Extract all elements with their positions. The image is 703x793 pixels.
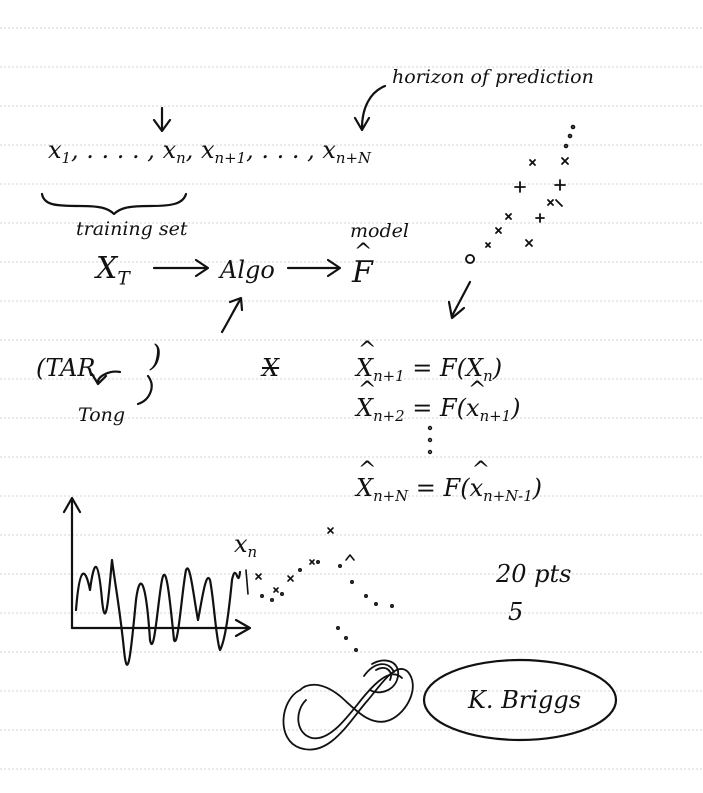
seq-xn: x (162, 136, 177, 164)
seq-sep: , (185, 136, 194, 164)
kbriggs-oval (422, 658, 618, 742)
xn-strike: X (262, 354, 280, 382)
eq3-close: ) (532, 474, 543, 502)
seq-xn1-sub: n+1 (214, 149, 247, 168)
eq2-lhs: X (356, 380, 377, 420)
eq3-lhs: X (356, 460, 377, 500)
down-arrow-icon (447, 280, 472, 320)
plot-xn-label: xn (234, 532, 257, 560)
right-arrow-icon (152, 258, 210, 278)
eq1-arg-sub: n (483, 367, 493, 386)
time-series-plot (62, 496, 252, 666)
kbriggs-label: K. Briggs (468, 686, 582, 714)
eq3-rhs: = F( (415, 474, 470, 502)
eq2-rhs: = F( (412, 394, 467, 422)
eq2-arg-sub: n+1 (479, 407, 512, 426)
seq-xn-sub: n (176, 149, 186, 168)
tar-close: ) (150, 339, 162, 374)
training-set-brace (40, 192, 188, 216)
xt-sub: T (117, 268, 130, 290)
sequence-row: x1, . . . . , xn, xn+1, . . . , xn+N (48, 138, 371, 166)
plot-xn: x (234, 530, 248, 558)
pts-label: 20 pts (496, 560, 572, 588)
equation-1: Xn+1 = F(Xn) (356, 340, 503, 386)
seq-dots: , . . . . , (71, 136, 155, 164)
xt-symbol: X (96, 251, 118, 286)
seq-x1: x (48, 136, 62, 164)
tong-label: Tong (78, 404, 126, 426)
eq2-close: ) (511, 394, 521, 422)
down-arrow-icon (152, 106, 172, 133)
eq3-arg-sub: n+N-1 (483, 487, 533, 506)
up-arrow-icon (220, 296, 244, 334)
eq1-close: ) (492, 354, 503, 382)
plot-points (255, 527, 394, 652)
eq1-lhs-sub: n+1 (373, 367, 405, 386)
training-set-label: training set (76, 218, 188, 240)
seq-dots2: , . . . , (246, 136, 315, 164)
algo-label: Algo (220, 256, 275, 284)
tar-label: (TAR (36, 354, 96, 382)
eq1-lhs: X (356, 340, 377, 380)
eq3-lhs-sub: n+N (373, 487, 409, 506)
tong-arrow-icon (90, 370, 153, 406)
horizon-label: horizon of prediction (392, 66, 594, 88)
eq2-lhs-sub: n+2 (373, 407, 405, 426)
f-hat: F (352, 242, 373, 288)
seq-xn1: x (201, 136, 215, 164)
seq-x1-sub: 1 (61, 149, 72, 168)
ellipsis-vertical (427, 425, 433, 455)
attractor-sketch (282, 659, 414, 751)
scatter-sketch (465, 124, 576, 264)
eq2-arg: x (466, 380, 486, 420)
curved-arrow-icon (353, 84, 387, 132)
eq1-rhs: = F( (412, 354, 467, 382)
equation-3: Xn+N = F(xn+N-1) (356, 460, 543, 506)
five-label: 5 (508, 598, 524, 626)
equation-2: Xn+2 = F(xn+1) (356, 380, 521, 426)
right-arrow-icon (286, 258, 342, 278)
seq-xnN-sub: n+N (335, 149, 371, 168)
eq1-arg: X (466, 354, 484, 382)
seq-xnN: x (322, 136, 336, 164)
model-f: F (352, 242, 373, 288)
training-input: XT (96, 254, 130, 289)
eq3-arg: x (470, 460, 490, 500)
model-label: model (350, 220, 409, 242)
plot-xn-sub: n (247, 543, 258, 562)
